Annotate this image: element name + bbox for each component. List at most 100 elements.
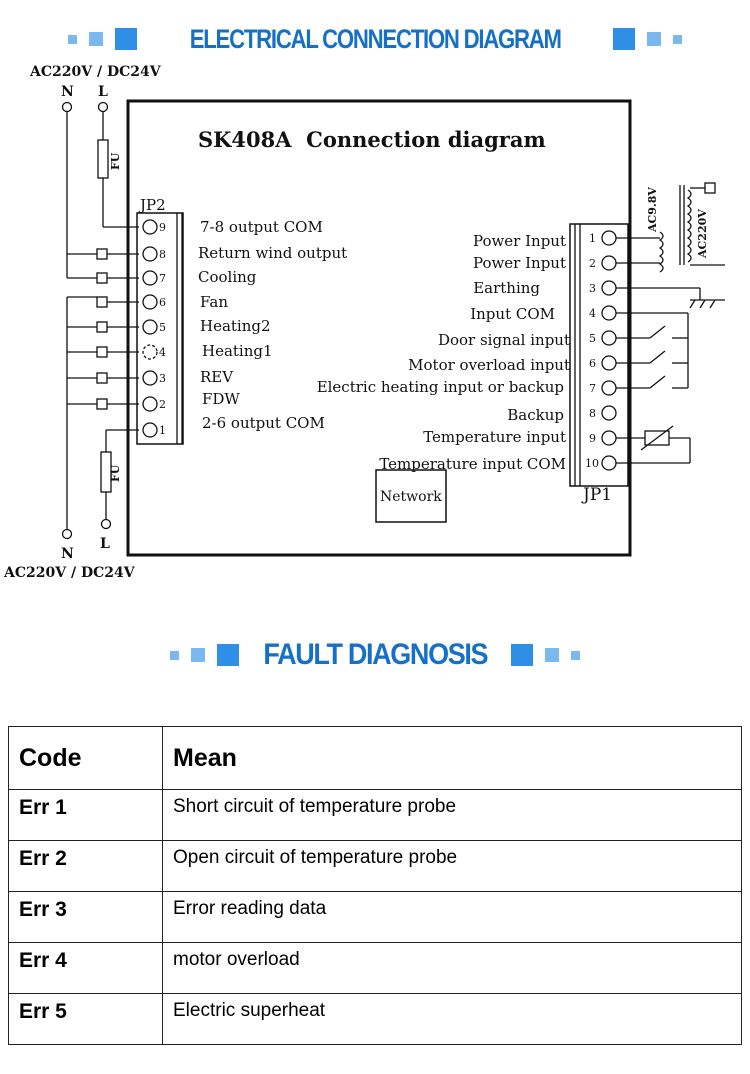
l-label-top: L [98, 84, 108, 100]
n-label-bottom: N [61, 546, 74, 562]
column-header-mean: Mean [162, 726, 742, 790]
title-decoration [613, 28, 636, 50]
jp2-terminal-label: Cooling [198, 268, 257, 286]
n-terminal-top [61, 101, 73, 113]
jp1-num: 2 [589, 257, 596, 270]
title-decoration [169, 650, 179, 660]
n-terminal-bottom [61, 528, 73, 540]
jp2-num: 2 [159, 398, 166, 411]
error-meaning: Electric superheat [162, 993, 742, 1045]
jp2-num: 3 [159, 372, 166, 385]
error-meaning: Error reading data [162, 891, 742, 943]
transformer-coil-low [658, 231, 664, 273]
jp2-num: 1 [159, 424, 166, 437]
error-code: Err 1 [8, 789, 163, 841]
network-box [375, 469, 447, 523]
table-row: Err 3 Error reading data [8, 891, 742, 943]
jp1-num: 3 [589, 282, 596, 295]
table-row: Err 1 Short circuit of temperature probe [8, 789, 742, 841]
jp2-terminal-label: Heating2 [200, 317, 271, 335]
jp1-num: 1 [589, 232, 596, 245]
title-decoration [190, 648, 205, 662]
jp2-label: JP2 [138, 196, 166, 214]
fuse-top [97, 139, 109, 179]
l-terminal-top [97, 101, 109, 113]
title-decoration [545, 648, 560, 662]
error-code: Err 3 [8, 891, 163, 943]
jp2-terminal-label: Fan [200, 293, 228, 311]
board-title: SK408A Connection diagram [198, 127, 546, 152]
jp1-terminal-label: Input COM [470, 305, 555, 323]
title-decoration [88, 32, 103, 46]
jp1-num: 5 [589, 332, 596, 345]
jp2-num: 7 [159, 272, 166, 285]
title-decoration [67, 34, 77, 44]
error-code: Err 2 [8, 840, 163, 892]
jp1-num: 7 [589, 382, 596, 395]
jp2-num: 8 [159, 248, 166, 261]
jp1-terminal-label: Temperature input COM [379, 455, 566, 473]
jp1-label: JP1 [581, 485, 612, 505]
wiring-diagram: AC220V / DC24V N L FU FU N L AC220V / DC… [3, 64, 725, 581]
jp1-terminal-label: Temperature input [423, 428, 566, 446]
transformer-high-label: AC220V [696, 209, 709, 259]
section-title-text: ELECTRICAL CONNECTION DIAGRAM [189, 23, 561, 54]
jp1-terminal-label: Power Input [473, 254, 566, 272]
jp2-num: 6 [159, 296, 166, 309]
jp1-terminal-label: Earthing [473, 279, 540, 297]
title-decoration [673, 34, 683, 44]
table-header-row: Code Mean [8, 726, 742, 790]
jp2-terminal-label: 2-6 output COM [202, 414, 325, 432]
title-decoration [647, 32, 662, 46]
supply-label-bottom: AC220V / DC24V [3, 565, 136, 581]
title-decoration [571, 650, 581, 660]
jp1-terminal-label: Electric heating input or backup [317, 378, 564, 396]
jp1-num: 10 [585, 457, 599, 470]
fuse-label-top: FU [109, 152, 122, 170]
transformer-low-label: AC9.8V [646, 187, 659, 233]
jp2-num: 5 [159, 321, 166, 334]
table-row: Err 5 Electric superheat [8, 993, 742, 1045]
supply-label-top: AC220V / DC24V [29, 64, 162, 80]
jp1-num: 4 [589, 307, 596, 320]
title-decoration [114, 28, 137, 50]
jp1-num: 6 [589, 357, 596, 370]
jp2-terminal-label: FDW [202, 390, 240, 408]
fuse-label-bottom: FU [109, 464, 122, 482]
jp1-terminal-label: Motor overload input [408, 356, 570, 374]
controller-board [126, 99, 632, 557]
fault-table: Code Mean Err 1 Short circuit of tempera… [8, 726, 742, 1045]
column-header-code: Code [8, 726, 163, 790]
jp1-terminal-label: Power Input [473, 232, 566, 250]
jp2-terminal-label: REV [200, 368, 234, 386]
table-row: Err 2 Open circuit of temperature probe [8, 840, 742, 892]
transformer-coil-high [686, 189, 692, 263]
jp2-terminal-label: Heating1 [202, 342, 273, 360]
jp2-num: 9 [159, 221, 166, 234]
n-label-top: N [61, 84, 74, 100]
jp1-terminal-label: Door signal input [438, 331, 570, 349]
table-row: Err 4 motor overload [8, 942, 742, 994]
error-meaning: Short circuit of temperature probe [162, 789, 742, 841]
network-label: Network [380, 489, 442, 505]
error-code: Err 4 [8, 942, 163, 994]
l-terminal-bottom [100, 518, 112, 530]
jp1-block [569, 223, 629, 487]
transformer-fuse [704, 182, 716, 194]
jp2-block [136, 212, 184, 445]
jp1-num: 8 [589, 407, 596, 420]
fault-diagnosis-title: FAULT DIAGNOSIS [0, 636, 750, 674]
jp2-terminal-label: 7-8 output COM [200, 218, 323, 236]
error-meaning: Open circuit of temperature probe [162, 840, 742, 892]
error-code: Err 5 [8, 993, 163, 1045]
connection-diagram-title: ELECTRICAL CONNECTION DIAGRAM [0, 22, 750, 56]
jp2-terminal-label: Return wind output [198, 244, 347, 262]
error-meaning: motor overload [162, 942, 742, 994]
title-decoration [511, 644, 534, 666]
section-title-text: FAULT DIAGNOSIS [263, 638, 488, 671]
jp1-terminal-label: Backup [507, 406, 564, 424]
jp1-num: 9 [589, 432, 596, 445]
title-decoration [216, 644, 239, 666]
l-label-bottom: L [100, 536, 110, 552]
jp2-num: 4 [159, 346, 166, 359]
